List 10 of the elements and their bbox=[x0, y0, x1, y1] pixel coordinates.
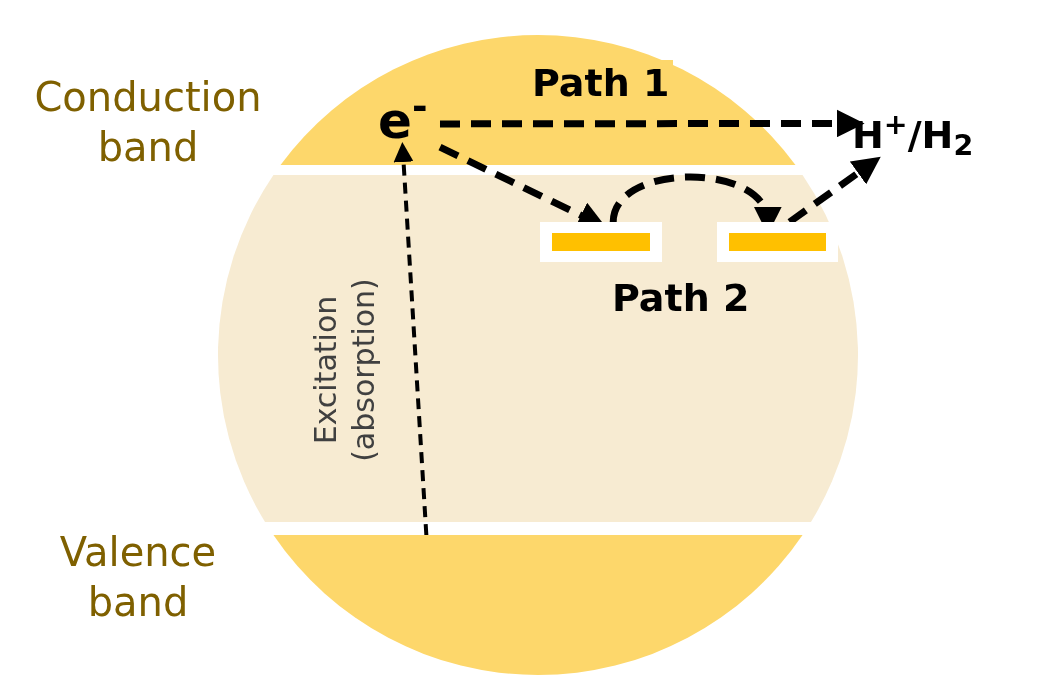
path-label: Path 2 bbox=[612, 275, 750, 321]
trap-state-bar bbox=[540, 222, 662, 262]
edge-label: Excitation (absorption) bbox=[307, 277, 382, 464]
band-label: Valence band bbox=[58, 528, 218, 627]
dashed-arrow bbox=[440, 109, 865, 138]
dashed-arrow bbox=[787, 156, 881, 225]
band-label: Conduction band bbox=[33, 73, 263, 172]
trap-state-bar bbox=[717, 222, 838, 262]
dashed-arrow bbox=[393, 142, 429, 536]
electron-label: e$^{-}$ bbox=[378, 93, 428, 149]
